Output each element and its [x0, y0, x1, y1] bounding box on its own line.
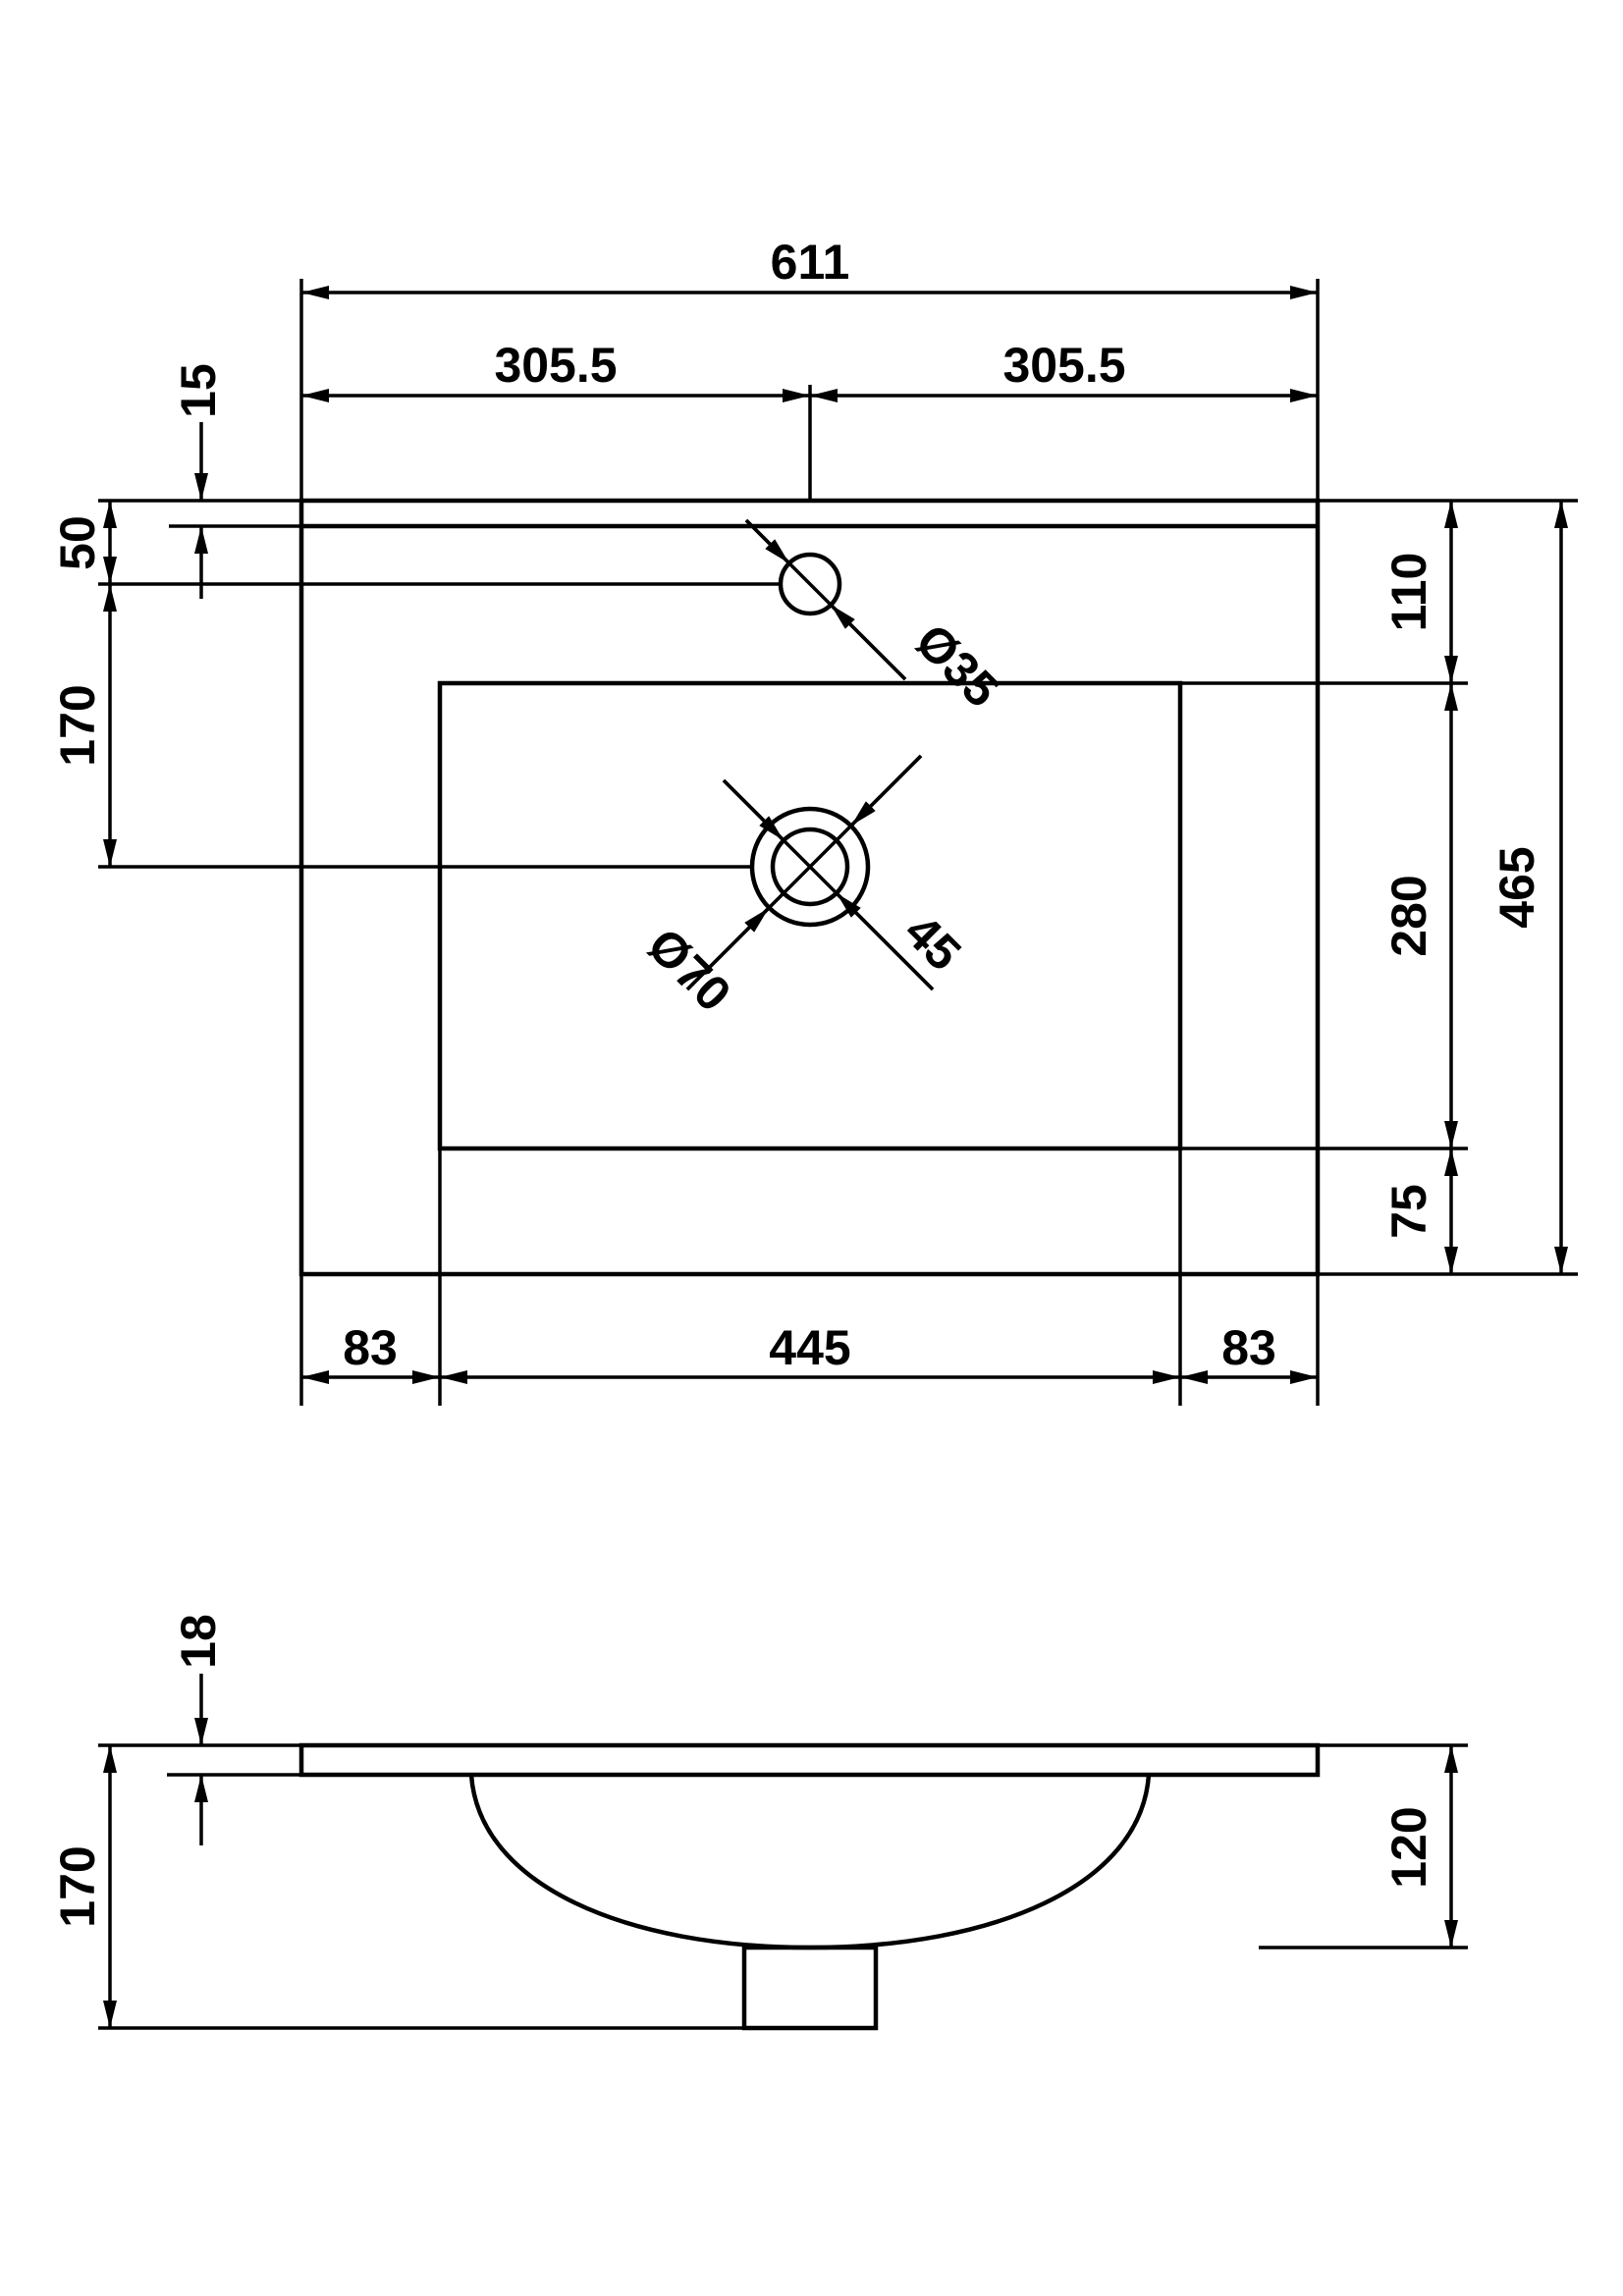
section-dimension-lines — [103, 1674, 1458, 2028]
dim-ledge-depth-label: 15 — [171, 363, 226, 418]
waste-outlet-section — [741, 1945, 879, 2031]
drain-inner-callout-arrow — [722, 778, 785, 842]
section-dimension-labels: 18 170 120 — [50, 1614, 1436, 1928]
dim-bowl-to-front-label: 75 — [1381, 1184, 1436, 1239]
dim-overall-width-label: 611 — [771, 235, 850, 290]
dim-half-width-left-label: 305.5 — [494, 338, 617, 393]
dim-bowl-depth-label: 120 — [1381, 1806, 1436, 1888]
section-view: 18 170 120 — [50, 1614, 1468, 2031]
plan-shapes — [298, 498, 1321, 1277]
drain-hole-inner — [770, 827, 850, 907]
plan-view: 611 305.5 305.5 15 50 170 110 280 75 465… — [50, 235, 1578, 1406]
dim-tap-to-drain-label: 170 — [50, 684, 105, 766]
drain-outer-callout-arrow — [685, 906, 771, 991]
dim-worktop-thickness-label: 18 — [171, 1614, 226, 1669]
drain-inner-callout-arrow — [835, 891, 935, 991]
bowl-outline — [437, 680, 1183, 1151]
dim-overall-height-label: 170 — [50, 1845, 105, 1927]
drain-outer-diameter-label: Ø70 — [637, 918, 741, 1022]
dim-left-margin-label: 83 — [343, 1320, 398, 1375]
plan-dimension-labels: 611 305.5 305.5 15 50 170 110 280 75 465… — [50, 235, 1544, 1375]
tap-callout-arrow — [829, 603, 907, 681]
section-shapes — [298, 1742, 1321, 2031]
section-extension-lines — [98, 1743, 1468, 2030]
dim-right-margin-label: 83 — [1221, 1320, 1276, 1375]
plan-dimension-lines — [103, 286, 1568, 1384]
dim-top-to-bowl-label: 110 — [1381, 553, 1436, 632]
dim-bowl-front-to-back-label: 280 — [1381, 875, 1436, 956]
worktop-section — [298, 1742, 1321, 1778]
dim-overall-depth-label: 465 — [1489, 846, 1544, 928]
drain-outer-callout-arrow — [849, 754, 923, 828]
drain-inner-diameter-label: 45 — [894, 904, 972, 982]
basin-outline — [298, 498, 1321, 1277]
dim-bowl-width-label: 445 — [769, 1320, 850, 1375]
bowl-section — [468, 1774, 1152, 1950]
dim-half-width-right-label: 305.5 — [1002, 338, 1125, 393]
tap-callout-arrow — [744, 518, 791, 565]
tap-hole-diameter-label: Ø35 — [905, 614, 1009, 718]
dim-top-to-tap-label: 50 — [50, 515, 105, 570]
